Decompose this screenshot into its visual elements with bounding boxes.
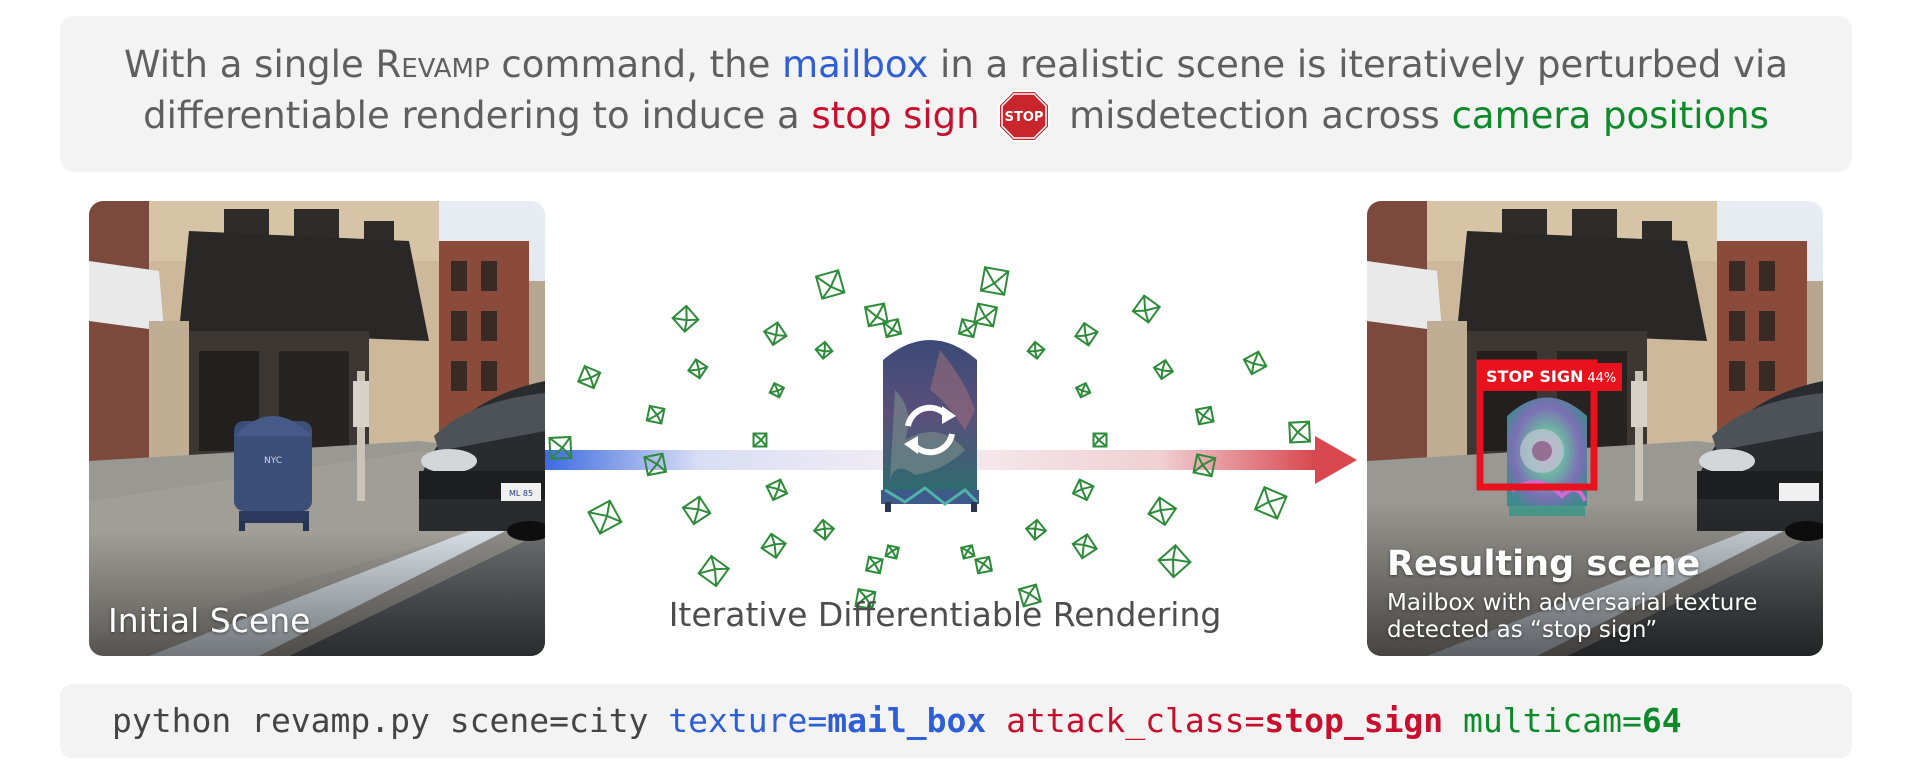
camera-frustum-icon — [760, 532, 787, 560]
revamp-name: Revamp — [375, 43, 490, 86]
camera-frustum-icon — [697, 554, 731, 588]
initial-scene-panel: NYC ML 85 Initial Scene — [89, 201, 545, 656]
command-prefix: python revamp.py scene=city — [112, 701, 669, 740]
car-illustration: ML 85 — [419, 381, 545, 541]
camera-frustum-icon — [1157, 543, 1192, 579]
resulting-scene-sublabel: Mailbox with adversarial texture detecte… — [1387, 590, 1757, 644]
camera-frustum-icon — [1147, 496, 1178, 527]
camera-frustum-icon — [957, 317, 978, 339]
camera-frustum-icon — [863, 302, 889, 328]
headline-text: With a single — [123, 43, 376, 86]
stop-sign-highlight: stop sign — [811, 94, 980, 137]
headline-text: command, the — [489, 43, 783, 86]
camera-frustum-icon — [812, 518, 836, 541]
camera-frustum-icon — [1131, 294, 1162, 324]
camera-frustum-icon — [768, 381, 786, 399]
camera-rig-diagram — [545, 266, 1357, 611]
camera-frustum-icon — [814, 269, 846, 300]
camera-rig — [545, 240, 1367, 640]
multicam-arg: multicam= — [1443, 701, 1642, 740]
camera-frustum-icon — [671, 304, 700, 334]
resulting-scene-image — [1367, 201, 1823, 656]
camera-frustum-icon — [681, 495, 712, 526]
camera-frustum-icon — [645, 404, 666, 425]
camera-frustum-icon — [643, 452, 668, 477]
attack-value: stop_sign — [1264, 701, 1444, 740]
camera-frustum-icon — [1026, 340, 1046, 361]
camera-frustum-icon — [1074, 381, 1092, 399]
texture-arg: texture= — [668, 701, 828, 740]
camera-frustum-icon — [1192, 453, 1217, 478]
camera-frustum-icon — [864, 555, 884, 575]
center-caption: Iterative Differentiable Rendering — [668, 595, 1222, 634]
camera-frustum-icon — [979, 266, 1010, 296]
camera-positions-highlight: camera positions — [1451, 94, 1769, 137]
camera-frustum-icon — [1242, 350, 1268, 376]
headline-banner — [60, 16, 1852, 172]
perturbed-mailbox — [881, 340, 979, 512]
camera-frustum-icon — [854, 587, 877, 611]
sublabel-line-2: detected as “stop sign” — [1387, 617, 1658, 643]
headline: With a single Revamp command, the mailbo… — [60, 40, 1852, 143]
svg-text:ML 85: ML 85 — [509, 489, 533, 498]
camera-frustum-icon — [974, 555, 993, 575]
camera-frustum-icon — [1017, 583, 1042, 608]
camera-frustum-icon — [576, 364, 602, 390]
svg-text:NYC: NYC — [264, 456, 282, 466]
adversarial-mailbox — [1507, 397, 1587, 516]
detection-class: STOP SIGN — [1486, 367, 1584, 386]
headline-text: misdetection across — [1069, 94, 1452, 137]
camera-frustum-icon — [959, 544, 976, 560]
mailbox-highlight: mailbox — [782, 43, 929, 86]
initial-scene-label: Initial Scene — [108, 601, 311, 640]
camera-frustum-icon — [1253, 485, 1288, 520]
texture-value: mail_box — [827, 701, 987, 740]
headline-line-1: With a single Revamp command, the mailbo… — [60, 40, 1852, 89]
stop-sign-icon: STOP — [998, 90, 1051, 142]
camera-frustum-icon — [1092, 432, 1108, 448]
camera-frustum-icon — [752, 432, 768, 448]
mailbox-illustration: NYC — [234, 416, 312, 531]
headline-text: differentiable rendering to induce a — [143, 94, 812, 137]
camera-frustum-icon — [765, 478, 789, 502]
arrow-head-icon — [1315, 436, 1357, 484]
refresh-icon — [904, 404, 956, 456]
camera-frustum-icon — [1071, 532, 1099, 560]
multicam-value: 64 — [1641, 701, 1682, 740]
camera-frustum-icon — [884, 544, 901, 560]
camera-frustum-icon — [686, 357, 709, 380]
attack-arg: attack_class= — [986, 701, 1265, 740]
initial-scene-image: NYC ML 85 — [89, 201, 545, 656]
camera-frustum-icon — [814, 340, 834, 361]
camera-frustum-icon — [1071, 478, 1095, 502]
command-bar — [60, 684, 1852, 758]
camera-frustum-icon — [1288, 420, 1312, 444]
command-line: python revamp.py scene=city texture=mail… — [112, 700, 1682, 742]
camera-frustum-icon — [1073, 321, 1099, 347]
camera-frustum-icon — [1152, 358, 1175, 381]
headline-text: in a realistic scene is iteratively pert… — [928, 43, 1789, 86]
camera-frustum-icon — [762, 321, 788, 347]
camera-frustum-icon — [587, 499, 623, 535]
camera-frustum-icon — [882, 317, 903, 339]
detection-score: 44% — [1587, 371, 1617, 386]
camera-frustum-icon — [1024, 518, 1048, 541]
headline-line-2: differentiable rendering to induce a sto… — [60, 89, 1852, 143]
camera-frustum-icon — [548, 435, 573, 460]
resulting-scene-label: Resulting scene — [1387, 544, 1701, 584]
camera-frustum-icon — [973, 302, 999, 328]
sublabel-line-1: Mailbox with adversarial texture — [1387, 590, 1758, 616]
camera-frustum-icon — [1194, 405, 1215, 426]
svg-text:STOP: STOP — [1005, 110, 1044, 125]
